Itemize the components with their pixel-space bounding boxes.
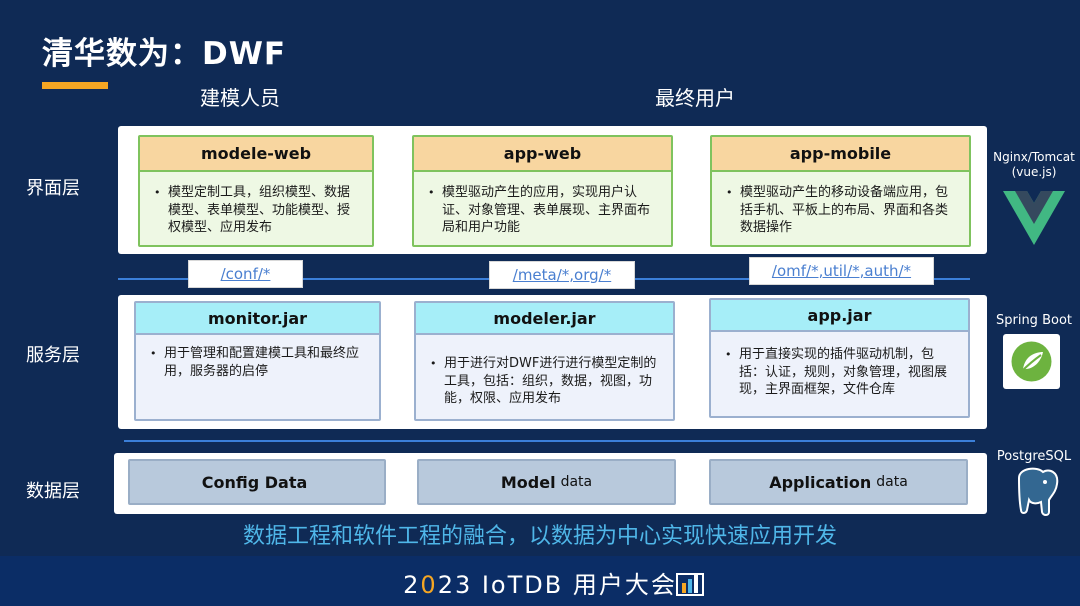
layer-label-data: 数据层	[26, 481, 80, 502]
card-title: app-mobile	[712, 137, 969, 172]
footer-bar	[0, 556, 1080, 606]
data-box-label: Config Data	[201, 472, 308, 492]
path-conf[interactable]: /conf/*	[188, 260, 303, 288]
bullet-icon: •	[726, 186, 733, 199]
card-description: 用于直接实现的插件驱动机制，包括：认证，规则，对象管理，视图展现，主界面框架，文…	[739, 347, 948, 397]
data-box-config[interactable]: Config Data	[128, 459, 386, 505]
card-description: 模型驱动产生的应用，实现用户认证、对象管理、表单展现、主界面布局和用户功能	[442, 185, 651, 235]
service-card-app[interactable]: app.jar • 用于直接实现的插件驱动机制，包括：认证，规则，对象管理，视图…	[709, 298, 970, 418]
iotdb-logo-icon	[676, 573, 704, 596]
ui-layer-panel: modele-web • 模型定制工具，组织模型、数据模型、表单模型、功能模型、…	[118, 126, 987, 254]
bullet-icon: •	[428, 186, 435, 199]
service-layer-panel: monitor.jar • 用于管理和配置建模工具和最终应用，服务器的启停 mo…	[118, 295, 987, 429]
bullet-icon: •	[430, 357, 437, 370]
card-description: 用于进行对DWF进行进行模型定制的工具，包括：组织，数据，视图，功能，权限、应用…	[444, 356, 657, 406]
card-title: modele-web	[140, 137, 372, 172]
bullet-icon: •	[154, 186, 161, 199]
tech-label-service: Spring Boot	[995, 313, 1072, 328]
data-layer-panel: Config Data Model data Application data	[114, 453, 987, 514]
ui-card-modele-web[interactable]: modele-web • 模型定制工具，组织模型、数据模型、表单模型、功能模型、…	[138, 135, 374, 247]
data-box-application[interactable]: Application data	[709, 459, 968, 505]
card-description: 模型定制工具，组织模型、数据模型、表单模型、功能模型、授权模型、应用发布	[168, 185, 351, 235]
vue-logo-icon	[1003, 191, 1065, 245]
slide-tagline: 数据工程和软件工程的融合，以数据为中心实现快速应用开发	[242, 524, 837, 549]
layer-label-service: 服务层	[26, 345, 80, 366]
card-title: monitor.jar	[136, 303, 379, 335]
spring-boot-logo-icon	[1003, 334, 1060, 389]
card-description: 用于管理和配置建模工具和最终应用，服务器的启停	[164, 346, 360, 379]
ui-card-app-mobile[interactable]: app-mobile • 模型驱动产生的移动设备端应用，包括手机、平板上的布局、…	[710, 135, 971, 247]
postgresql-logo-icon	[1017, 467, 1059, 516]
card-title: app.jar	[711, 300, 968, 332]
path-meta-org[interactable]: /meta/*,org/*	[489, 261, 635, 289]
tech-label-ui: Nginx/Tomcat (vue.js)	[993, 150, 1075, 179]
service-card-modeler[interactable]: modeler.jar • 用于进行对DWF进行进行模型定制的工具，包括：组织，…	[414, 301, 675, 421]
ui-card-app-web[interactable]: app-web • 模型驱动产生的应用，实现用户认证、对象管理、表单展现、主界面…	[412, 135, 673, 247]
bullet-icon: •	[725, 348, 732, 361]
data-box-label: Model	[500, 472, 556, 492]
card-title: modeler.jar	[416, 303, 673, 335]
page-title: 清华数为：DWF	[42, 36, 287, 72]
footer-conference-title: 2023 IoTDB 用户大会	[403, 571, 677, 599]
column-heading-end-users: 最终用户	[655, 86, 735, 110]
tech-label-data: PostgreSQL	[996, 449, 1072, 464]
data-box-suffix: data	[560, 474, 593, 490]
bullet-icon: •	[150, 347, 157, 360]
data-box-label: Application	[769, 472, 872, 492]
path-omf-util-auth[interactable]: /omf/*,util/*,auth/*	[749, 257, 934, 285]
column-heading-modelers: 建模人员	[200, 86, 280, 110]
data-box-suffix: data	[876, 474, 908, 490]
layer-label-ui: 界面层	[26, 178, 80, 199]
card-title: app-web	[414, 137, 671, 172]
title-underline	[42, 82, 108, 89]
service-card-monitor[interactable]: monitor.jar • 用于管理和配置建模工具和最终应用，服务器的启停	[134, 301, 381, 421]
data-box-model[interactable]: Model data	[417, 459, 676, 505]
card-description: 模型驱动产生的移动设备端应用，包括手机、平板上的布局、界面和各类数据操作	[740, 185, 949, 235]
layer-divider-line	[124, 440, 975, 442]
